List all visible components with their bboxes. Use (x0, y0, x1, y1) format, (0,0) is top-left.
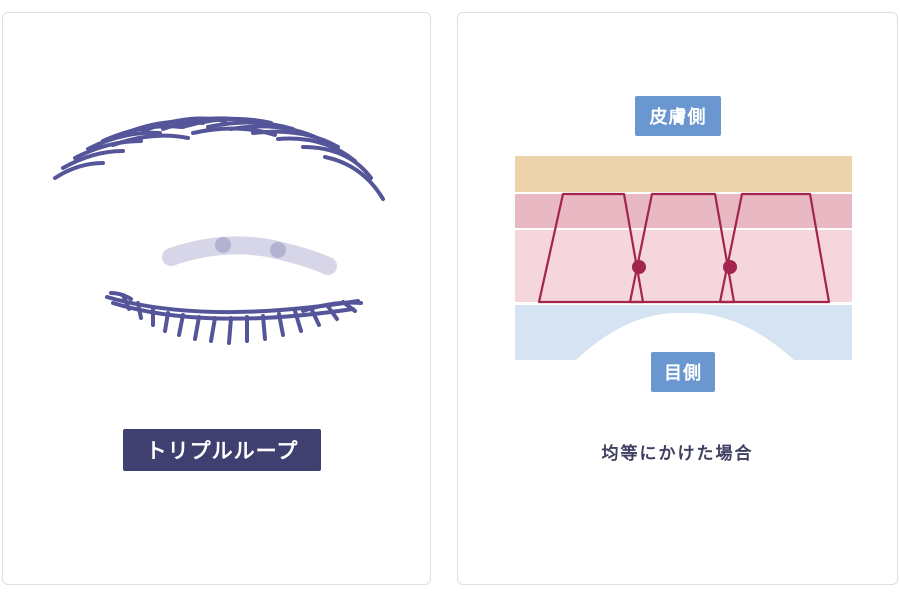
tissue-layer-upper (515, 194, 852, 228)
diagram-caption: 均等にかけた場合 (601, 444, 754, 464)
eyeball-curve (576, 312, 794, 360)
eye-illustration (53, 116, 385, 345)
suture-knot-1 (632, 260, 646, 274)
illustration-card-left: トリプルループ (2, 12, 431, 585)
method-label: トリプルループ (123, 429, 321, 471)
suture-knot-2 (723, 260, 737, 274)
loop-knot-2 (270, 242, 286, 258)
lower-lash-strokes (105, 291, 363, 345)
upper-lash-strokes (53, 116, 385, 201)
eyelid-cross-section (515, 156, 852, 360)
eye-side-badge: 目側 (651, 352, 715, 392)
loop-knot-1 (215, 237, 231, 253)
tissue-layer-lower (515, 230, 852, 302)
skin-layer (515, 156, 852, 192)
illustration-card-right: 皮膚側 目側 均等にかけた場合 (457, 12, 898, 585)
skin-side-badge: 皮膚側 (635, 96, 721, 136)
triple-loop-suture (162, 236, 337, 275)
